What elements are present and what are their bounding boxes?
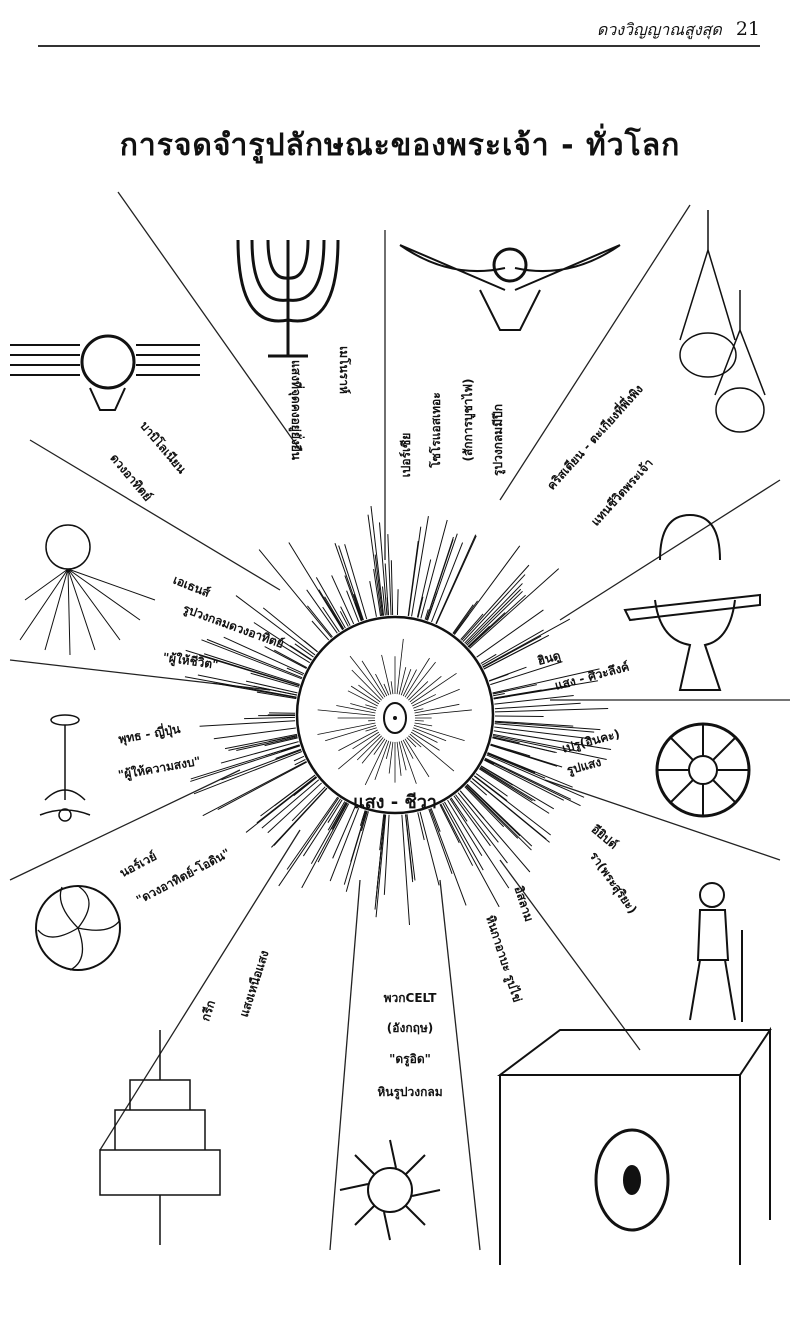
label-celt-0: พวกCELT	[384, 991, 438, 1005]
ray	[228, 736, 297, 751]
ray	[294, 756, 304, 761]
label-babylon-1: ดวงอาทิตย์	[107, 451, 154, 504]
ray	[470, 569, 559, 649]
norse-spiral-sun-illustration	[36, 886, 120, 970]
ray	[279, 798, 339, 886]
ray	[397, 589, 398, 615]
ray	[455, 795, 507, 863]
ray	[462, 565, 529, 640]
ray	[454, 796, 490, 846]
ray	[387, 597, 388, 615]
ray	[482, 630, 544, 665]
ray	[490, 662, 562, 685]
ray	[262, 780, 319, 828]
ray	[495, 708, 608, 711]
ray	[376, 815, 386, 918]
ray	[454, 615, 468, 635]
athens-sun-illustration	[20, 525, 155, 655]
label-persia-1: โซโรแอสเทอะ	[428, 392, 443, 468]
menorah-illustration	[238, 240, 338, 356]
ray	[244, 717, 295, 718]
ray	[491, 744, 530, 756]
ray	[294, 777, 317, 795]
ray	[344, 811, 366, 885]
greek-candle-cake-illustration	[100, 1030, 220, 1245]
ra-figure-illustration	[690, 883, 742, 1022]
label-buddhist-1: "ผู้ให้ความสงบ"	[117, 753, 202, 783]
ray	[375, 814, 385, 909]
label-peru-1: รูปแสง	[565, 755, 603, 779]
ray	[370, 581, 377, 617]
label-norway-0: นอร์เวย์	[117, 849, 159, 880]
ray	[354, 594, 363, 620]
ray	[221, 750, 301, 780]
label-athens-1: รูปวงกลมดวงอาทิตย์	[181, 601, 286, 651]
ray	[450, 799, 509, 889]
ray	[332, 803, 347, 830]
label-hindu-1: แสง - ศิวะลึงค์	[553, 660, 630, 693]
ray	[214, 683, 297, 698]
label-athens-2: "ผู้ให้ชีวิต"	[162, 649, 220, 673]
label-persia-2: (สักการบูชาไฟ)	[460, 378, 476, 461]
ray	[225, 734, 297, 748]
ray	[335, 543, 362, 620]
lingam-illustration	[625, 515, 760, 690]
buddhist-lamp-illustration	[40, 715, 90, 821]
ray	[490, 745, 557, 766]
label-jewish-1: แสงที่จุดคงอยู่ยั่งยืน	[288, 360, 305, 461]
ray	[339, 546, 364, 621]
center-label: แสง - ชีวา	[353, 792, 437, 813]
ray	[466, 589, 521, 644]
label-persia-3: รูปวงกลมมีปีก	[491, 404, 506, 476]
ray	[467, 785, 520, 836]
ray	[384, 815, 389, 895]
faravahar-illustration	[400, 245, 620, 330]
ray	[316, 577, 345, 628]
ray	[467, 591, 523, 645]
ray	[246, 777, 316, 833]
ray	[333, 807, 355, 859]
label-celt-3: หินรูปวงกลม	[377, 1085, 442, 1100]
ray	[432, 543, 463, 622]
label-greek-1: แสงเหนือแสง	[237, 949, 272, 1019]
label-buddhist-0: พุทธ - ญี่ปุ่น	[117, 720, 182, 748]
kaaba-illustration	[500, 1030, 770, 1265]
ray	[391, 560, 392, 615]
label-athens-0: เอเธนส์	[171, 573, 212, 601]
label-egypt-0: อียิปต์	[589, 822, 621, 852]
celtic-sun-face-illustration	[340, 1140, 440, 1240]
babylon-sun-disc-illustration	[10, 336, 200, 410]
ray	[274, 650, 307, 668]
ray	[346, 811, 368, 891]
ray	[388, 534, 391, 615]
ray	[465, 583, 523, 643]
ray	[483, 636, 541, 667]
label-greek-0: กรีก	[198, 999, 218, 1023]
label-babylon-0: บาบิโลเนียน	[137, 418, 190, 477]
label-islam-1: หินกาอาบะ รูปไข่	[482, 913, 525, 1004]
hanging-lamps-illustration	[680, 210, 765, 432]
label-christian-1: แทนชีวิตพระเจ้า	[588, 456, 655, 529]
label-jewish-0: เมโนราห์	[337, 346, 352, 394]
inner-ray	[415, 721, 424, 722]
label-celt-1: (อังกฤษ)	[387, 1021, 433, 1035]
ray	[200, 721, 296, 726]
ray	[444, 802, 483, 870]
ray	[495, 703, 581, 708]
ray	[402, 815, 410, 925]
label-egypt-1: รา(พระสุริยะ)	[586, 849, 640, 917]
ray	[218, 762, 307, 809]
label-peru-0: เปรู(อินคะ)	[561, 727, 622, 757]
ray	[274, 788, 327, 845]
ray	[190, 746, 300, 782]
label-celt-2: "ดรูอิด"	[389, 1052, 431, 1067]
ray	[430, 809, 466, 906]
inca-sun-wheel-illustration	[657, 724, 749, 816]
label-persia-0: เปอร์เซีย	[399, 433, 413, 478]
